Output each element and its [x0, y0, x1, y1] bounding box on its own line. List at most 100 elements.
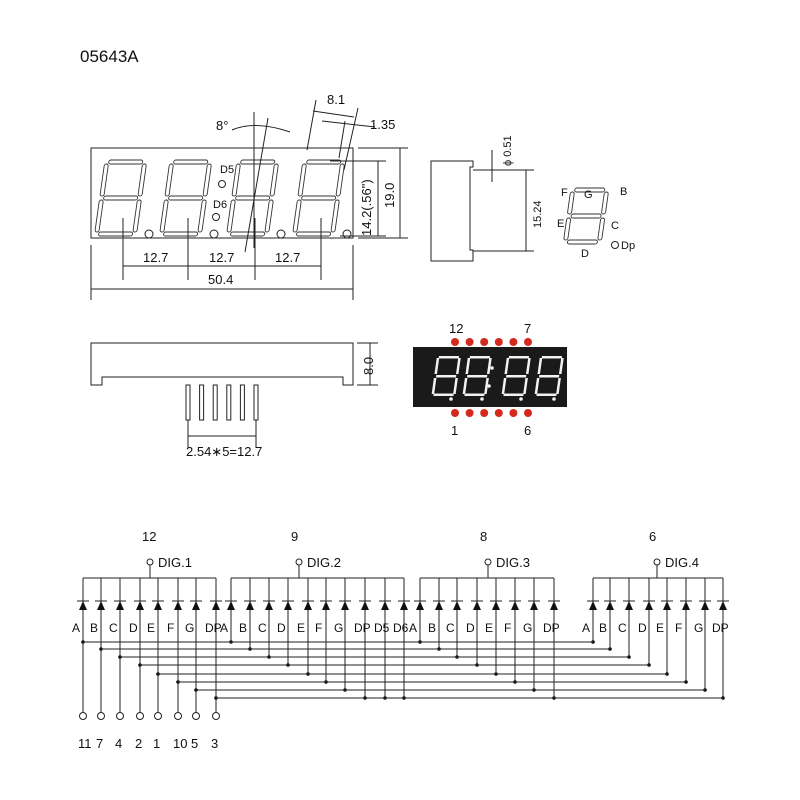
seven-segment-digit [563, 187, 609, 245]
led-wire [210, 578, 222, 712]
led-diode-icon [341, 601, 349, 610]
pin-dot-top [465, 338, 474, 346]
led-diode-icon [606, 601, 614, 610]
pin-dot-bottom [451, 409, 459, 417]
segment [108, 159, 144, 165]
led-diode-icon [400, 601, 408, 610]
led-wire [548, 578, 560, 698]
segment [264, 199, 274, 233]
segment-pin-number: 4 [115, 736, 122, 751]
pin [199, 384, 205, 421]
pin-dot-top [451, 338, 459, 346]
lit-segment [536, 393, 557, 396]
led-diode-icon [361, 601, 369, 610]
seven-segment-digit [159, 159, 212, 237]
led-diode-icon [492, 601, 500, 610]
common-pin-number: 12 [142, 529, 156, 544]
pin-dot-top [494, 338, 503, 346]
segment-label: C [258, 621, 267, 635]
segment [567, 191, 575, 215]
segment-label: C [618, 621, 627, 635]
lit-segment [505, 375, 527, 378]
lit-segments [431, 356, 564, 401]
segment-label: F [504, 621, 511, 635]
segment [330, 199, 340, 233]
lit-segment [433, 393, 454, 396]
pin-dot-bottom [465, 409, 474, 417]
photo-pin-6: 6 [524, 423, 531, 438]
segment-pin-terminal [97, 712, 105, 720]
segment [103, 195, 139, 201]
pitch-label-3: 12.7 [275, 250, 300, 265]
segment [292, 199, 302, 233]
d6-label: D6 [213, 199, 227, 211]
led-wire [717, 578, 729, 698]
led-diode-icon [192, 601, 200, 610]
segment-label: DP [712, 621, 729, 635]
lit-segment [537, 358, 543, 374]
photo-pin-12: 12 [449, 321, 463, 336]
segment-label: B [599, 621, 607, 635]
segment-label: F [315, 621, 322, 635]
led-diode-icon [416, 601, 424, 610]
segment-label: B [428, 621, 436, 635]
led-diode-icon [154, 601, 162, 610]
lit-segment [438, 356, 459, 359]
segment-label: B [239, 621, 247, 635]
digit-height-label: 14.2(.56") [359, 179, 374, 236]
led-diode-icon [136, 601, 144, 610]
segment-width-label: 1.35 [370, 117, 395, 132]
segment-pin-number: 5 [191, 736, 198, 751]
segment [132, 199, 142, 233]
led-diode-icon [212, 601, 220, 610]
common-anode-bus [593, 565, 723, 579]
segment [335, 163, 345, 197]
pin [239, 384, 245, 421]
row-spacing-label: 15.24 [532, 200, 544, 228]
segment-label: A [582, 621, 590, 635]
segment [202, 163, 212, 197]
led-diode-icon [663, 601, 671, 610]
decimal-point [209, 229, 219, 239]
led-diode-icon [435, 601, 443, 610]
lit-segment [556, 378, 561, 394]
bottom-pins [185, 384, 259, 421]
body-height-label: 19.0 [382, 183, 397, 208]
lit-segment [465, 358, 471, 374]
lit-segment [558, 358, 564, 374]
decimal-point [342, 229, 352, 239]
led-diode-icon [116, 601, 124, 610]
common-pin-terminal [146, 558, 154, 566]
pin-dots [451, 338, 532, 417]
segment [570, 213, 602, 219]
segment-map-digit [563, 187, 609, 245]
common-pin-terminal [653, 558, 661, 566]
segment [226, 199, 236, 233]
segment-pin-number: 10 [173, 736, 187, 751]
led-diode-icon [79, 601, 87, 610]
lit-segment [504, 358, 510, 374]
common-anode-bus [231, 565, 404, 579]
segment [563, 217, 571, 241]
seg-label-f: F [561, 187, 568, 199]
segment [94, 199, 104, 233]
led-wire [398, 578, 410, 698]
segment-pin-number: 3 [211, 736, 218, 751]
lit-segment [508, 356, 529, 359]
segment-pin-terminal [136, 712, 144, 720]
pin-dot-top [480, 338, 489, 346]
led-diode-icon [174, 601, 182, 610]
segment-label: D [277, 621, 286, 635]
seven-segment-digit [226, 159, 279, 237]
lit-segment [455, 358, 461, 374]
segment-pin-terminal [212, 712, 220, 720]
segment [574, 187, 606, 193]
led-diode-icon [284, 601, 292, 610]
lit-segment [466, 375, 488, 378]
segment-pin-number: 11 [78, 736, 92, 751]
segment-label: A [220, 621, 228, 635]
seg-label-c: C [611, 220, 619, 232]
lit-segment [469, 356, 490, 359]
seg-label-e: E [557, 218, 564, 230]
